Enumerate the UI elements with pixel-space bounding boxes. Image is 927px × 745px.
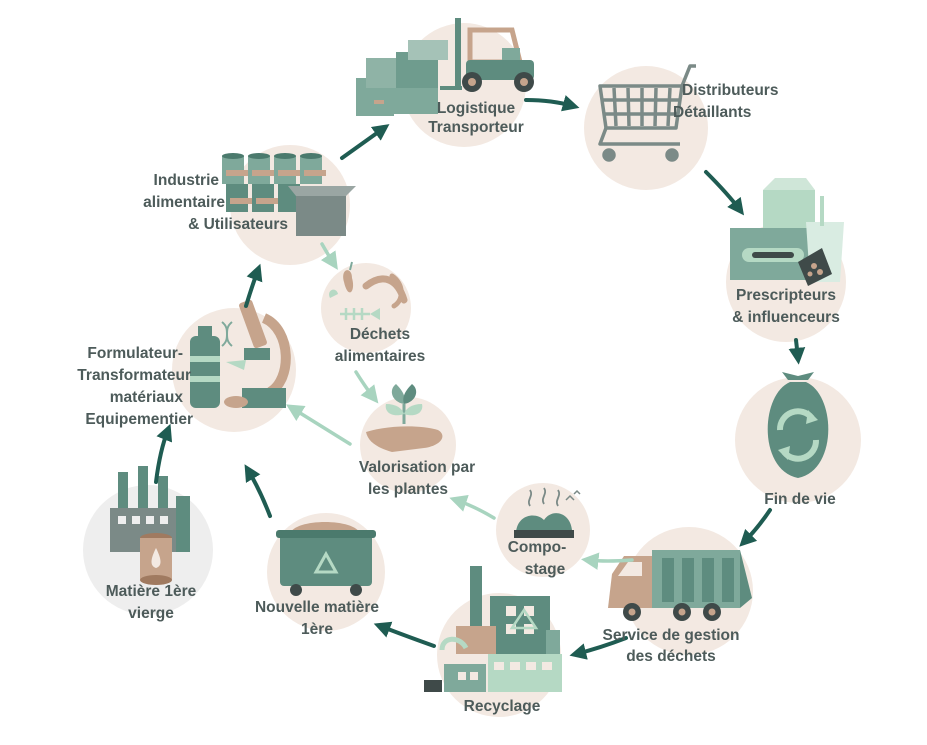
formulateur-label-line1: Formulateur- (87, 345, 183, 362)
valorisation-label-line2: les plantes (368, 481, 448, 498)
arrow-industrie-dechets (320, 242, 338, 270)
nouvelle-label-line2: 1ère (301, 621, 333, 638)
plant-in-hand-icon (366, 384, 443, 452)
distributeurs-label-line2: Détaillants (673, 104, 751, 121)
secondary-arrows (286, 242, 634, 570)
compostage-label-line2: stage (525, 561, 566, 578)
service-label-line1: Service de gestion (603, 627, 740, 644)
arrow-prescripteurs-fin (788, 338, 806, 365)
recyclage-label: Recyclage (464, 698, 541, 715)
industrie-label-line3: & Utilisateurs (188, 216, 288, 233)
arrow-service-compostage (581, 552, 634, 570)
logistique-label-line1: Logistique (437, 100, 516, 117)
compostage-label-line1: Compo- (508, 539, 567, 556)
arrow-service-recyclage (569, 636, 628, 660)
nouvelle-label-line1: Nouvelle matière (255, 599, 379, 616)
industrie-label-line1: Industrie (154, 172, 220, 189)
shopping-cart-icon (598, 64, 696, 162)
garbage-bag-recycle-icon (767, 372, 829, 478)
arrow-valorisation-formulateur (286, 404, 352, 446)
arrow-compostage-valorisation (449, 495, 496, 520)
forklift-icon (356, 18, 534, 116)
matiere-label-line2: vierge (128, 605, 174, 622)
food-packaging-icon (730, 178, 844, 286)
arrow-dechets-valorisation (354, 370, 379, 404)
recycle-bin-icon (276, 522, 376, 596)
logistique-label-line2: Transporteur (428, 119, 524, 136)
dechets-label-line1: Déchets (350, 326, 410, 343)
recycling-factory-icon (424, 566, 562, 692)
arrow-formulateur-industrie (244, 263, 263, 308)
arrow-recyclage-nouvelle (373, 621, 436, 648)
compost-heap-icon (514, 487, 581, 538)
arrow-matiere-formulateur (154, 423, 173, 484)
formulateur-label-line2: Transformateur (77, 367, 191, 384)
prescripteurs-label-line2: & influenceurs (732, 309, 840, 326)
arrow-logistique-distributeurs (524, 95, 580, 112)
service-label-line2: des déchets (626, 648, 716, 665)
arrow-nouvelle-formulateur (244, 464, 272, 518)
dechets-label-line2: alimentaires (335, 348, 425, 365)
laboratory-icon (190, 299, 291, 408)
prescripteurs-label-line1: Prescripteurs (736, 287, 836, 304)
canned-food-icon (222, 153, 356, 236)
arrow-industrie-logistique (340, 124, 390, 160)
formulateur-label-line3: matériaux (110, 389, 184, 406)
matiere-label-line1: Matière 1ère (106, 583, 197, 600)
arrow-distributeurs-prescripteurs (704, 170, 745, 216)
industrie-label-line2: alimentaire (143, 194, 225, 211)
food-scraps-icon (329, 261, 408, 320)
cycle-arrows (154, 95, 806, 660)
distributeurs-label-line1: Distributeurs (682, 82, 778, 99)
arrow-fin-service (739, 508, 772, 547)
oil-factory-icon (110, 466, 190, 585)
fin-de-vie-label: Fin de vie (764, 491, 836, 508)
valorisation-label-line1: Valorisation par (359, 459, 475, 476)
garbage-truck-icon (608, 550, 752, 621)
formulateur-label-line4: Equipementier (85, 411, 193, 428)
dechets-circle (321, 263, 411, 353)
